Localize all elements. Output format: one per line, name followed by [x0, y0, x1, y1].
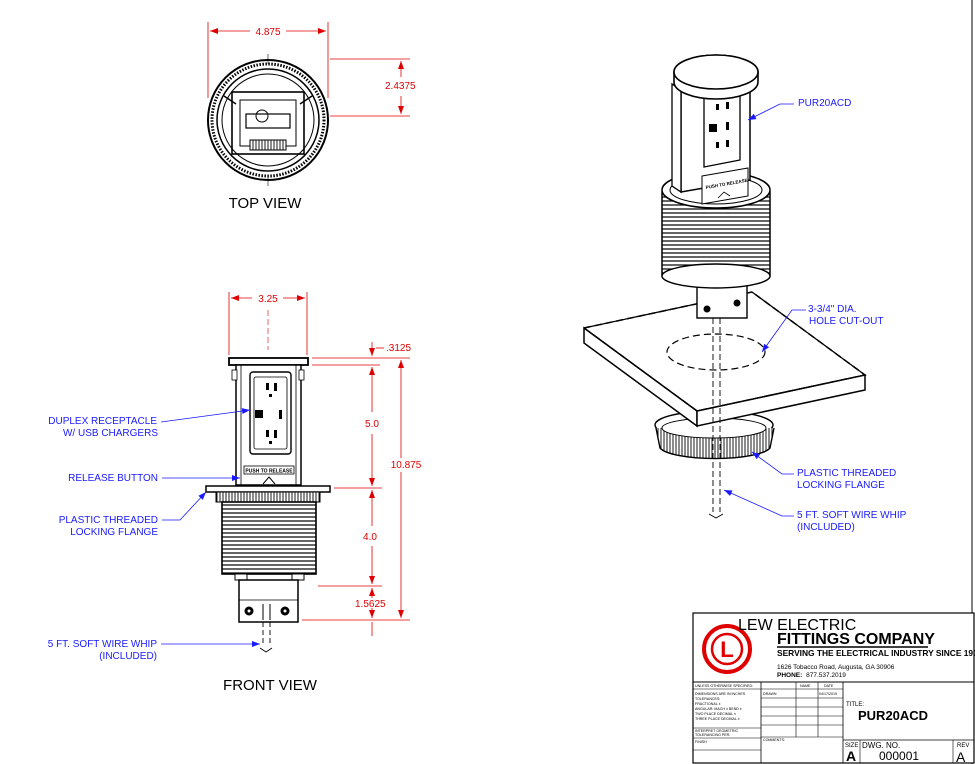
front-view: PUSH TO RELEASE 3.25: [48, 292, 422, 694]
front-receptacle: [249, 371, 292, 455]
callout-hole-leader: [761, 309, 806, 353]
front-flange-lip: [205, 485, 331, 493]
dim-lower-height: 4.0: [363, 532, 377, 543]
top-inner-ring-2: [221, 73, 315, 167]
dim-flange-thickness: .3125: [386, 343, 411, 354]
company-line1: LEW ELECTRIC: [738, 617, 856, 634]
rev-value: A: [956, 749, 966, 764]
size-value: A: [846, 748, 856, 764]
push-to-release-text: PUSH TO RELEASE: [245, 469, 293, 475]
company-line2: FITTINGS COMPANY: [777, 631, 935, 648]
title-block: L LEW ELECTRIC FITTINGS COMPANY SERVING …: [692, 612, 975, 764]
dwg-value: 000001: [879, 749, 919, 763]
dims-note-1: DIMENSIONS ARE IN INCHES: [695, 692, 746, 696]
finish-label: FINISH: [695, 740, 707, 744]
unless-specified: UNLESS OTHERWISE SPECIFIED:: [695, 684, 753, 688]
top-lower-teeth: [249, 139, 287, 151]
callout-flange-line1: PLASTIC THREADED: [59, 515, 158, 526]
top-view: 4.875 2.4375 TOP VIEW: [207, 22, 416, 212]
dims-note-6: THREE PLACE DECIMAL ±: [695, 717, 740, 721]
callout-iso-flange-line2: LOCKING FLANGE: [797, 480, 885, 491]
dim-front-width: 3.25: [258, 294, 278, 305]
front-lower-box: [238, 579, 299, 623]
callout-flange-line2: LOCKING FLANGE: [70, 527, 158, 538]
isometric-view: PUSH TO RELEASE PUR20ACD 3-3/4" DIA. HOL…: [582, 54, 907, 533]
callout-duplex-line2: W/ USB CHARGERS: [63, 428, 158, 439]
dims-note-3: FRACTIONAL ±: [695, 702, 721, 706]
callout-hole-line2: HOLE CUT-OUT: [809, 316, 883, 327]
dim-upper-height: 5.0: [365, 419, 379, 430]
callout-duplex-line1: DUPLEX RECEPTACLE: [48, 416, 157, 427]
front-cap: [228, 357, 309, 366]
callout-iso-flange-line1: PLASTIC THREADED: [797, 468, 896, 479]
callout-model: PUR20ACD: [798, 98, 851, 109]
dim-bottom-height: 1.5625: [355, 599, 386, 610]
dwg-label: DWG. NO.: [862, 741, 900, 750]
front-threads: [221, 501, 317, 575]
svg-text:PHONE: 877.537.2019: PHONE: 877.537.2019: [777, 672, 846, 679]
top-housing: [231, 91, 305, 155]
callout-whip-line2: (INCLUDED): [99, 651, 157, 662]
phone-label: PHONE:: [777, 672, 802, 679]
size-label: SIZE: [845, 743, 858, 749]
iso-hole: [666, 333, 766, 371]
top-screw: [255, 109, 269, 123]
dims-note-5: TWO PLACE DECIMAL ±: [695, 712, 736, 716]
callout-iso-whip-line2: (INCLUDED): [797, 522, 855, 533]
usb-port: [255, 410, 263, 418]
geom-note-1: INTERPRET GEOMETRIC: [695, 729, 738, 733]
company-logo: L: [702, 624, 752, 674]
col-name: NAME: [800, 684, 811, 688]
phone-number: 877.537.2019: [806, 672, 846, 679]
front-flange-teeth: [215, 491, 321, 503]
top-view-label: TOP VIEW: [229, 195, 303, 212]
drawn-date: 04/17/2019: [819, 692, 837, 696]
title-value: PUR20ACD: [858, 708, 928, 723]
company-tagline: SERVING THE ELECTRICAL INDUSTRY SINCE 19…: [777, 648, 975, 658]
drawn-label: DRAWN: [763, 692, 777, 696]
callout-iso-whip-line1: 5 FT. SOFT WIRE WHIP: [797, 510, 907, 521]
logo-letter: L: [720, 637, 733, 662]
col-date: DATE: [824, 684, 834, 688]
callout-whip-line1: 5 FT. SOFT WIRE WHIP: [48, 639, 158, 650]
geom-note-2: TOLERANCING PER:: [695, 733, 730, 737]
callout-model-leader: [747, 103, 794, 121]
dims-note-2: TOLERANCES:: [695, 697, 720, 701]
callout-iso-whip-leader: [723, 489, 794, 517]
dims-note-4: ANGULAR: MACH ± BEND ±: [695, 707, 742, 711]
dim-top-width: 4.875: [255, 27, 280, 38]
callout-hole-line1: 3-3/4" DIA.: [808, 304, 857, 315]
callout-duplex-leader: [160, 408, 251, 423]
callout-flange-leader: [162, 491, 207, 521]
front-view-label: FRONT VIEW: [223, 677, 318, 694]
title-label: TITLE:: [846, 702, 864, 708]
company-address: 1626 Tobacco Road, Augusta, GA 30906: [777, 664, 895, 671]
rev-label: REV: [957, 743, 969, 749]
dim-total-height: 10.875: [391, 460, 422, 471]
callout-release: RELEASE BUTTON: [68, 473, 158, 484]
top-inner-ring: [216, 68, 320, 172]
callout-iso-flange-leader: [751, 451, 794, 475]
dim-top-height: 2.4375: [385, 81, 416, 92]
comments-label: COMMENTS:: [763, 738, 785, 742]
